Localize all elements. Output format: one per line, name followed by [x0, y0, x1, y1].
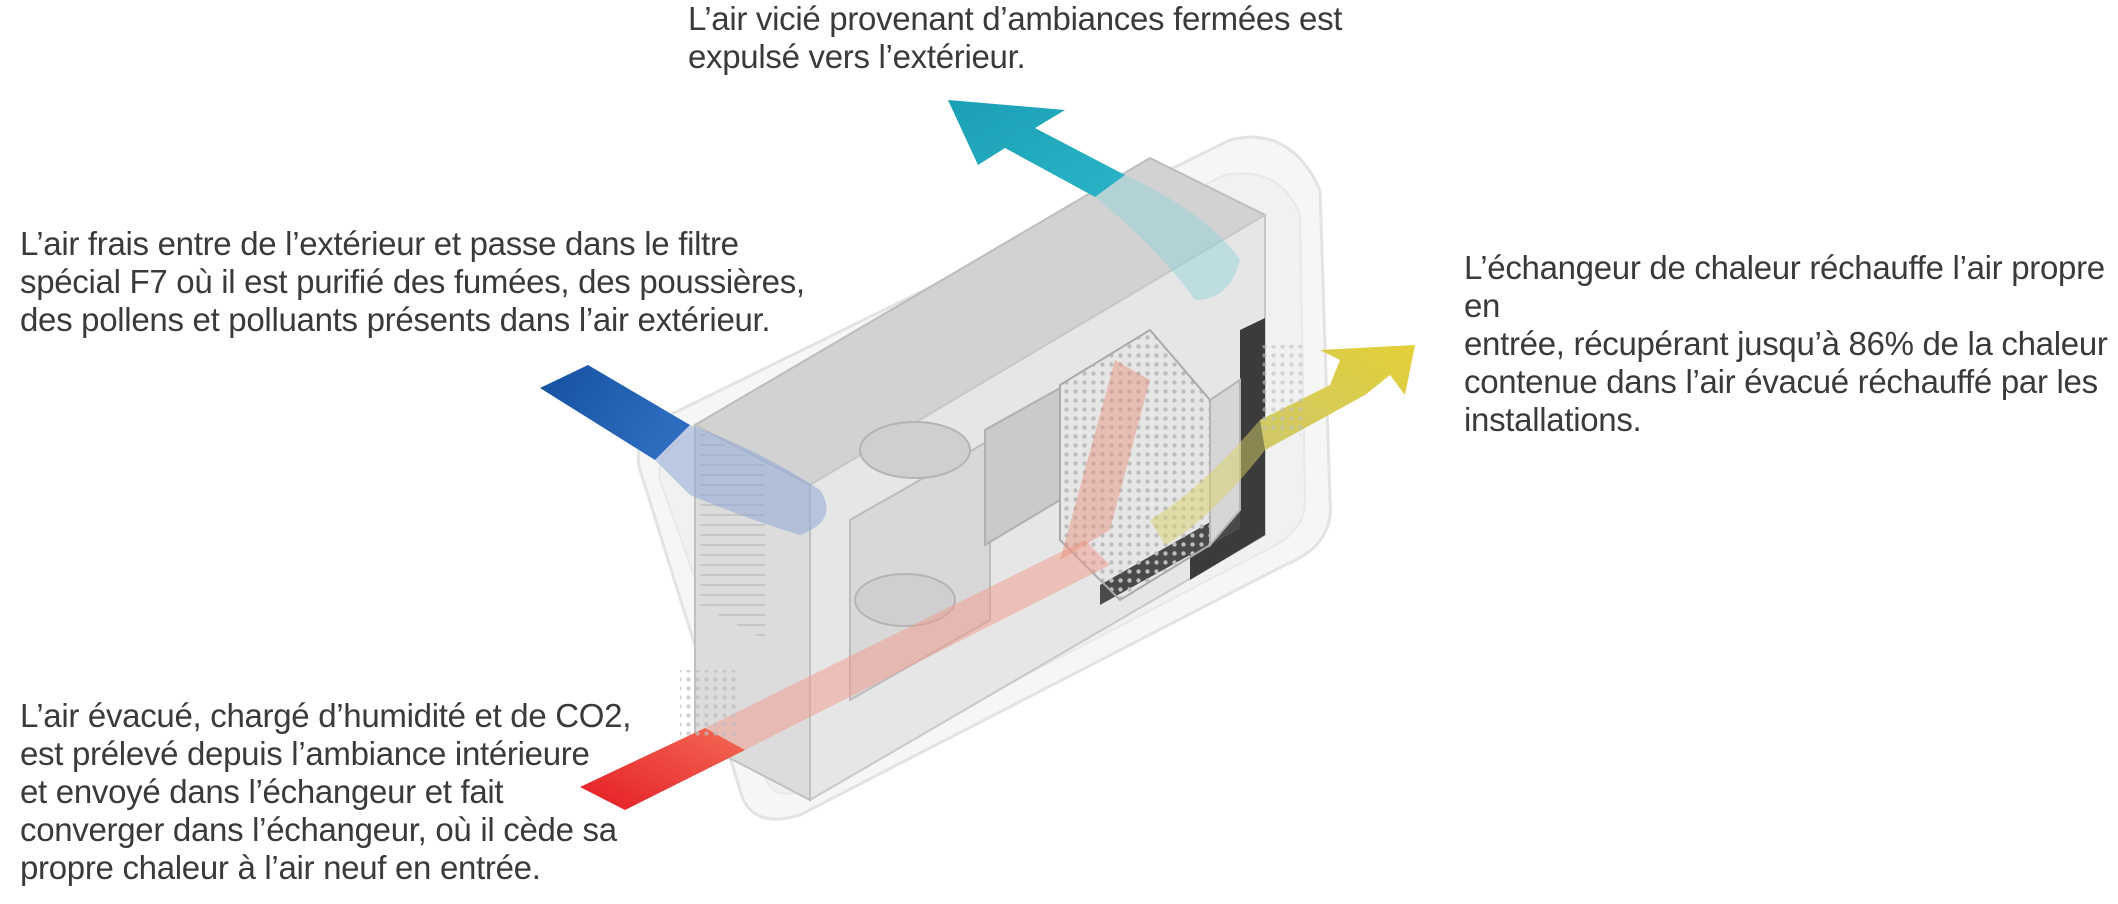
caption-exhaust-out: L’air vicié provenant d’ambiances fermée…	[688, 0, 1343, 75]
caption-heat-exchanger: L’échangeur de chaleur réchauffe l’air p…	[1464, 249, 2108, 438]
caption-extract-in: L’air évacué, chargé d’humidité et de CO…	[20, 697, 632, 886]
extract-air-arrow	[580, 360, 1150, 810]
caption-fresh-in: L’air frais entre de l’extérieur et pass…	[20, 225, 805, 338]
exhaust-air-arrow	[948, 100, 1240, 300]
intake-grille	[680, 345, 1305, 740]
fresh-air-arrow	[540, 365, 827, 535]
